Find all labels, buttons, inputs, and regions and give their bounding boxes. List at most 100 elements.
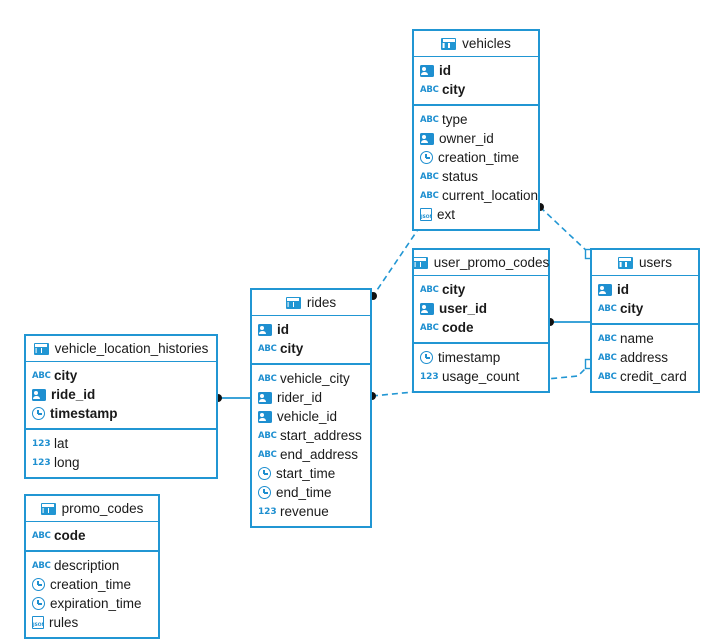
column-row[interactable]: ride_id <box>26 385 216 404</box>
timestamp-type-icon <box>258 467 271 480</box>
key-id-icon <box>258 391 272 404</box>
column-label: current_location <box>442 188 539 203</box>
entity-name: vehicles <box>462 35 511 51</box>
column-label: city <box>280 341 304 356</box>
column-row[interactable]: creation_time <box>414 148 538 167</box>
number-type-icon: 123 <box>32 457 51 468</box>
entity-header-vehicle_location_histories[interactable]: vehicle_location_histories <box>26 336 216 362</box>
string-type-icon: ABC <box>32 370 51 381</box>
column-row[interactable]: rules <box>26 613 158 632</box>
table-icon <box>33 342 49 355</box>
key-id-icon <box>420 64 434 77</box>
column-row[interactable]: expiration_time <box>26 594 158 613</box>
column-row[interactable]: timestamp <box>414 348 548 367</box>
entity-header-vehicles[interactable]: vehicles <box>414 31 538 57</box>
column-label: credit_card <box>620 369 687 384</box>
column-row[interactable]: timestamp <box>26 404 216 423</box>
entity-name: rides <box>306 294 337 310</box>
column-row[interactable]: user_id <box>414 299 548 318</box>
relationship-vehicles-users[interactable] <box>539 206 591 255</box>
column-row[interactable]: id <box>252 320 370 339</box>
column-label: creation_time <box>50 577 132 592</box>
timestamp-type-icon <box>420 151 433 164</box>
column-row[interactable]: ext <box>414 205 538 224</box>
timestamp-type-icon <box>420 351 433 364</box>
table-icon <box>40 502 56 515</box>
string-type-icon: ABC <box>420 284 439 295</box>
timestamp-type-icon <box>32 578 45 591</box>
string-type-icon: ABC <box>598 333 617 344</box>
table-icon <box>441 37 457 50</box>
column-row[interactable]: creation_time <box>26 575 158 594</box>
column-label: usage_count <box>442 369 520 384</box>
string-type-icon: ABC <box>258 430 277 441</box>
column-label: rider_id <box>277 390 323 405</box>
key-id-icon <box>598 283 612 296</box>
entity-header-promo_codes[interactable]: promo_codes <box>26 496 158 522</box>
column-row[interactable]: id <box>592 280 698 299</box>
column-label: start_time <box>276 466 336 481</box>
timestamp-type-icon <box>32 597 45 610</box>
column-row[interactable]: owner_id <box>414 129 538 148</box>
string-type-icon: ABC <box>598 352 617 363</box>
column-row[interactable]: vehicle_id <box>252 407 370 426</box>
column-label: creation_time <box>438 150 520 165</box>
column-row[interactable]: rider_id <box>252 388 370 407</box>
column-label: end_address <box>280 447 359 462</box>
column-label: description <box>54 558 120 573</box>
timestamp-type-icon <box>258 486 271 499</box>
string-type-icon: ABC <box>420 190 439 201</box>
column-row[interactable]: id <box>414 61 538 80</box>
table-icon <box>617 256 633 269</box>
column-label: expiration_time <box>50 596 142 611</box>
entity-header-user_promo_codes[interactable]: user_promo_codes <box>412 250 549 276</box>
string-type-icon: ABC <box>258 373 277 384</box>
json-type-icon <box>420 208 432 221</box>
entity-header-rides[interactable]: rides <box>252 290 370 316</box>
column-label: name <box>620 331 654 346</box>
entity-name: promo_codes <box>61 500 144 516</box>
column-row[interactable]: end_time <box>252 483 370 502</box>
column-label: owner_id <box>439 131 494 146</box>
column-label: code <box>442 320 474 335</box>
column-row[interactable]: start_time <box>252 464 370 483</box>
column-label: revenue <box>280 504 329 519</box>
entity-header-users[interactable]: users <box>592 250 698 276</box>
string-type-icon: ABC <box>258 343 277 354</box>
column-label: rules <box>49 615 79 630</box>
json-type-icon <box>32 616 44 629</box>
